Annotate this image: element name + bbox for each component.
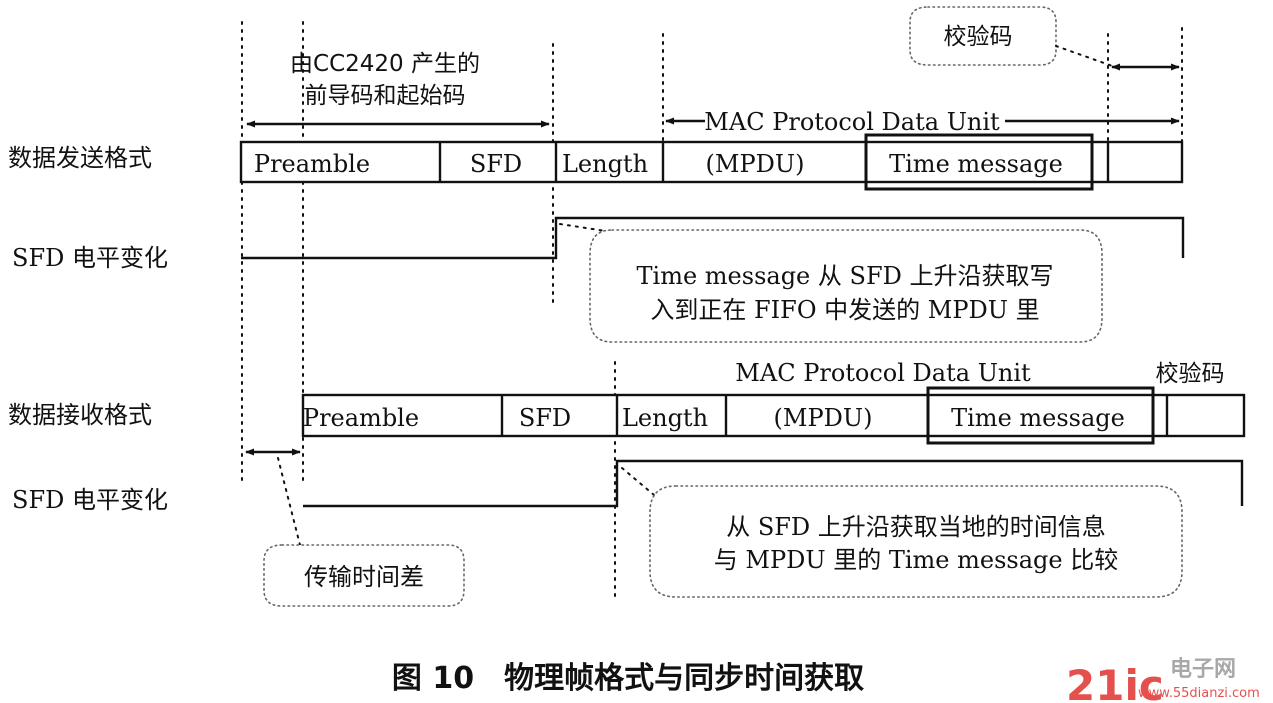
rx-field-sfd: SFD [519,404,571,432]
tx-frame: Preamble SFD Length (MPDU) Time message [239,133,1184,191]
rx-checksum-label: 校验码 [1156,361,1225,387]
tx-sfd-callout: Time message 从 SFD 上升沿获取写 入到正在 FIFO 中发送的… [559,223,1103,343]
figure-caption: 图 10 物理帧格式与同步时间获取 [392,661,864,696]
rx-level-label: SFD 电平变化 [12,486,168,514]
tx-mac-span-label: MAC Protocol Data Unit [704,108,1000,136]
rx-bubble-line2: 与 MPDU 里的 Time message 比较 [714,546,1118,574]
tx-time-message-box [864,133,1094,191]
watermark-url: www.55dianzi.com [1138,686,1260,701]
tx-bubble-line1: Time message 从 SFD 上升沿获取写 [637,262,1054,290]
rx-time-message-box [926,386,1155,445]
rx-frame-outline [301,393,1246,438]
tx-field-sfd: SFD [470,150,522,178]
tx-checksum-note: 校验码 [944,24,1013,50]
rx-field-mpdu: (MPDU) [774,404,873,432]
rx-sfd-waveform [303,459,1244,508]
rx-bubble-line1: 从 SFD 上升沿获取当地的时间信息 [726,513,1106,541]
tx-field-time-message: Time message [889,150,1063,178]
watermark-logo: 21ic 电子网 www.55dianzi.com [1066,657,1260,703]
rx-mac-span-label: MAC Protocol Data Unit [735,359,1031,387]
delay-bubble-pointer [277,457,301,546]
tx-level-label: SFD 电平变化 [12,244,168,272]
tx-sfd-waveform [241,216,1185,260]
rx-sfd-callout: 从 SFD 上升沿获取当地的时间信息 与 MPDU 里的 Time messag… [621,467,1183,598]
rx-frame: Preamble SFD Length (MPDU) Time message [301,386,1246,445]
tx-checksum-pointer [1055,45,1119,69]
watermark-logo-mark: 21ic [1066,661,1164,703]
rx-field-preamble: Preamble [303,404,419,432]
watermark-logo-text: 电子网 [1170,657,1236,682]
tx-checksum-bubble [909,6,1057,66]
rx-field-length: Length [622,404,708,432]
tx-field-preamble: Preamble [254,150,370,178]
rx-row-label: 数据接收格式 [8,401,152,429]
rx-field-time-message: Time message [951,404,1125,432]
tx-checksum-callout: 校验码 [909,6,1180,71]
tx-bubble-line2: 入到正在 FIFO 中发送的 MPDU 里 [650,296,1039,324]
tx-sfd-bubble [589,229,1103,343]
tx-field-mpdu: (MPDU) [706,150,805,178]
delay-note: 传输时间差 [304,563,424,591]
delay-callout: 传输时间差 [263,457,465,607]
delay-bubble [263,544,465,607]
tx-field-length: Length [562,150,648,178]
rx-sfd-bubble [649,485,1183,598]
tx-frame-outline [239,140,1184,184]
preamble-note-line1: 由CC2420 产生的 [290,51,480,77]
tx-row-label: 数据发送格式 [8,144,152,172]
preamble-note-line2: 前导码和起始码 [305,83,466,109]
